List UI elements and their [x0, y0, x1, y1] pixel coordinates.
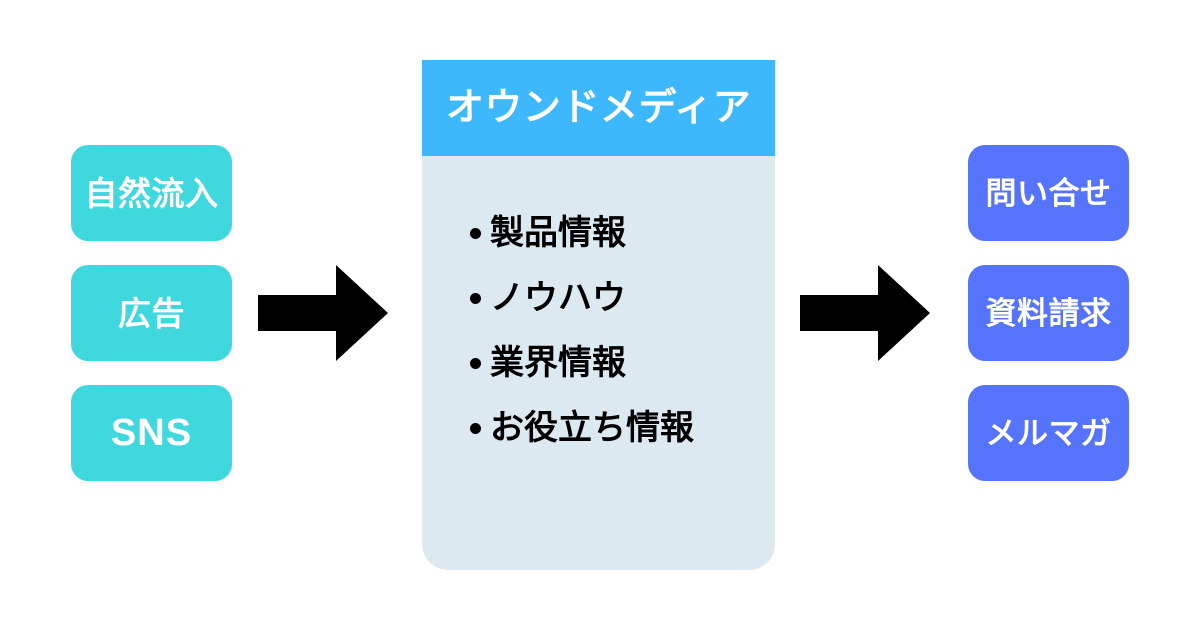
owned-media-header: オウンドメディア — [422, 60, 775, 156]
owned-media-title: オウンドメディア — [445, 87, 752, 129]
list-item: ノウハウ — [470, 281, 775, 315]
owned-media-body: 製品情報 ノウハウ 業界情報 お役立ち情報 — [422, 156, 775, 445]
list-item-label: お役立ち情報 — [490, 409, 694, 447]
source-box-label: 自然流入 — [84, 174, 219, 212]
output-box-inquiry[interactable]: 問い合せ — [968, 145, 1129, 241]
output-box-label: メルマガ — [985, 415, 1112, 451]
bullet-dot-icon — [470, 227, 481, 239]
arrow-right-icon — [800, 265, 930, 361]
owned-media-panel: オウンドメディア 製品情報 ノウハウ 業界情報 お役立ち情報 — [422, 60, 775, 570]
bullet-dot-icon — [470, 292, 481, 304]
list-item-label: 業界情報 — [490, 344, 626, 382]
source-box-organic[interactable]: 自然流入 — [71, 145, 232, 241]
output-box-newsletter[interactable]: メルマガ — [968, 385, 1129, 481]
list-item: 業界情報 — [470, 346, 775, 380]
list-item-label: 製品情報 — [490, 214, 626, 252]
output-box-document-request[interactable]: 資料請求 — [968, 265, 1129, 361]
source-box-label: SNS — [110, 412, 193, 454]
bullet-dot-icon — [470, 422, 481, 434]
source-box-ads[interactable]: 広告 — [71, 265, 232, 361]
list-item-label: ノウハウ — [490, 279, 626, 317]
owned-media-content-list: 製品情報 ノウハウ 業界情報 お役立ち情報 — [422, 216, 775, 445]
source-box-label: 広告 — [118, 294, 185, 332]
list-item: 製品情報 — [470, 216, 775, 250]
list-item: お役立ち情報 — [470, 411, 775, 445]
source-box-sns[interactable]: SNS — [71, 385, 232, 481]
arrow-right-icon — [258, 265, 388, 361]
output-box-label: 問い合せ — [985, 175, 1112, 211]
bullet-dot-icon — [470, 357, 481, 369]
output-box-label: 資料請求 — [985, 295, 1112, 331]
